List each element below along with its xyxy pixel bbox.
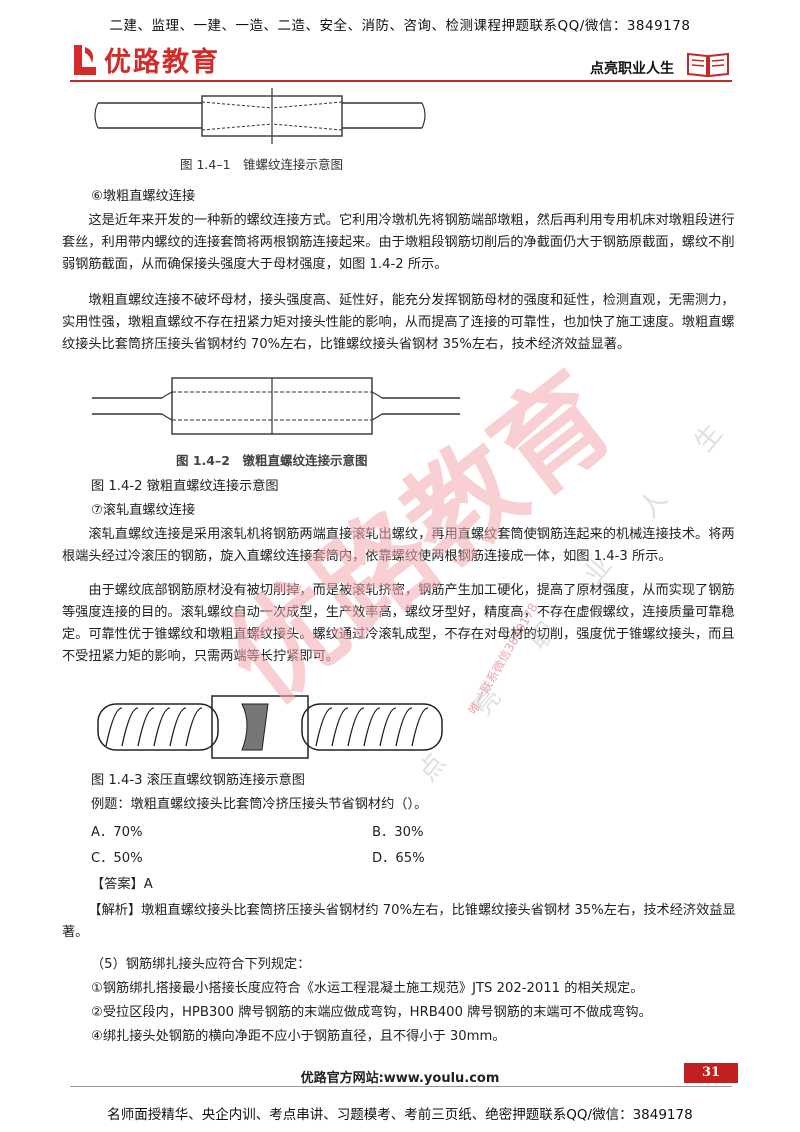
figure-2-inner-caption: 图 1.4–2 镦粗直螺纹连接示意图 — [176, 453, 368, 468]
book-icon — [687, 52, 729, 78]
footer-site: 优路官方网站:www.youlu.com — [300, 1071, 500, 1086]
upset-thread-diagram — [92, 377, 460, 435]
section-7-para-1: 滚轧直螺纹连接是采用滚轧机将钢筋两端直接滚轧出螺纹，再用直螺纹套筒使钢筋连起来的… — [62, 527, 735, 564]
option-d: D．65% — [372, 851, 425, 866]
logo: 优路教育 — [70, 40, 220, 79]
example-question: 例题：墩粗直螺纹接头比套筒冷挤压接头节省钢材约（）。 — [91, 797, 428, 812]
analysis: 【解析】墩粗直螺纹接头比套筒挤压接头省钢材约 70%左右，比锥螺纹接头省钢材 3… — [62, 903, 736, 940]
answer: 【答案】A — [91, 877, 153, 892]
figure-upset-thread: 图 1.4–2 镦粗直螺纹连接示意图 — [92, 372, 462, 472]
option-b: B．30% — [372, 825, 424, 840]
rule-1: ①钢筋绑扎搭接最小搭接长度应符合《水运工程混凝土施工规范》JTS 202-201… — [91, 981, 644, 996]
figure-taper-thread: 图 1.4–1 锥螺纹连接示意图 — [92, 88, 432, 178]
section-6-title: ⑥墩粗直螺纹连接 — [91, 189, 196, 204]
footer-divider — [70, 1086, 732, 1087]
taper-thread-diagram — [94, 88, 426, 144]
logo-icon — [74, 44, 96, 75]
bottom-banner: 名师面授精华、央企内训、考点串讲、习题模考、考前三页纸、绝密押题联系QQ/微信：… — [107, 1107, 693, 1123]
slogan: 点亮职业人生 — [590, 61, 674, 77]
section-5-title: （5）钢筋绑扎接头应符合下列规定： — [91, 957, 311, 972]
section-7-title: ⑦滚轧直螺纹连接 — [91, 503, 196, 518]
page-number: 31 — [684, 1063, 738, 1083]
logo-text: 优路教育 — [104, 47, 220, 78]
header-divider — [70, 80, 732, 82]
figure-2-caption: 图 1.4-2 镦粗直螺纹连接示意图 — [91, 479, 279, 494]
rolled-thread-diagram — [97, 695, 443, 759]
figure-3-caption: 图 1.4-3 滚压直螺纹钢筋连接示意图 — [91, 773, 305, 788]
option-a: A．70% — [91, 825, 143, 840]
rule-2: ②受拉区段内，HPB300 牌号钢筋的末端应做成弯钩，HRB400 牌号钢筋的末… — [91, 1005, 652, 1020]
rule-3: ④绑扎接头处钢筋的横向净距不应小于钢筋直径，且不得小于 30mm。 — [91, 1029, 506, 1044]
top-banner: 二建、监理、一建、一造、二造、安全、消防、咨询、检测课程押题联系QQ/微信：38… — [109, 18, 691, 34]
option-c: C．50% — [91, 851, 143, 866]
figure-1-caption: 图 1.4–1 锥螺纹连接示意图 — [180, 157, 344, 172]
section-6-para-2: 墩粗直螺纹连接不破坏母材，接头强度高、延性好，能充分发挥钢筋母材的强度和延性，检… — [62, 293, 735, 352]
section-6-para-1: 这是近年来开发的一种新的螺纹连接方式。它利用冷墩机先将钢筋端部墩粗，然后再利用专… — [62, 213, 735, 272]
section-7-para-2: 由于螺纹底部钢筋原材没有被切削掉，而是被滚轧挤密，钢筋产生加工硬化，提高了原材强… — [62, 583, 735, 664]
figure-rolled-thread — [92, 694, 452, 764]
